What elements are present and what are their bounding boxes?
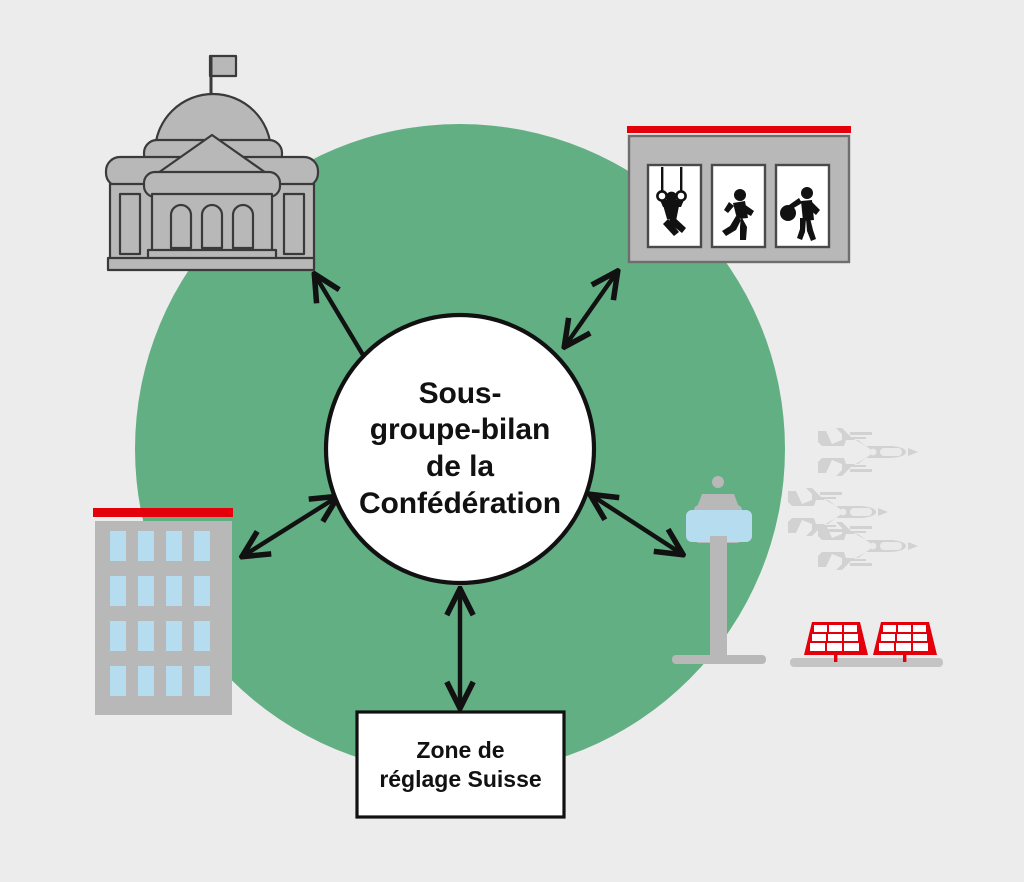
arrow-center-to-parliament [315, 275, 365, 357]
solar-panel-left [804, 622, 868, 662]
sports-hall-red-roof [627, 126, 851, 133]
water-tower-reservoir [686, 510, 752, 542]
gymnast-rings-pictogram [656, 167, 687, 236]
parliament-building-icon [104, 54, 320, 272]
solar-ground-line [790, 658, 943, 667]
office-building-icon [93, 508, 233, 715]
bottom-node-box [355, 710, 566, 819]
runner-pictogram [722, 189, 754, 240]
sports-hall-icon [627, 126, 851, 264]
water-tower-ground [672, 655, 766, 664]
arrow-center-to-water-tower [591, 495, 682, 554]
arrow-center-to-office [243, 497, 337, 556]
center-node-circle [323, 312, 597, 586]
fighter-jets-icon [788, 428, 918, 570]
connector-arrows [243, 272, 682, 707]
solar-panel-right [873, 622, 937, 662]
office-red-roof [93, 508, 233, 517]
water-tower-icon [672, 476, 766, 664]
solar-panels-icon [790, 622, 943, 667]
office-windows [110, 531, 210, 696]
ball-player-pictogram [780, 187, 820, 241]
arrow-center-to-sports-hall [565, 272, 617, 346]
